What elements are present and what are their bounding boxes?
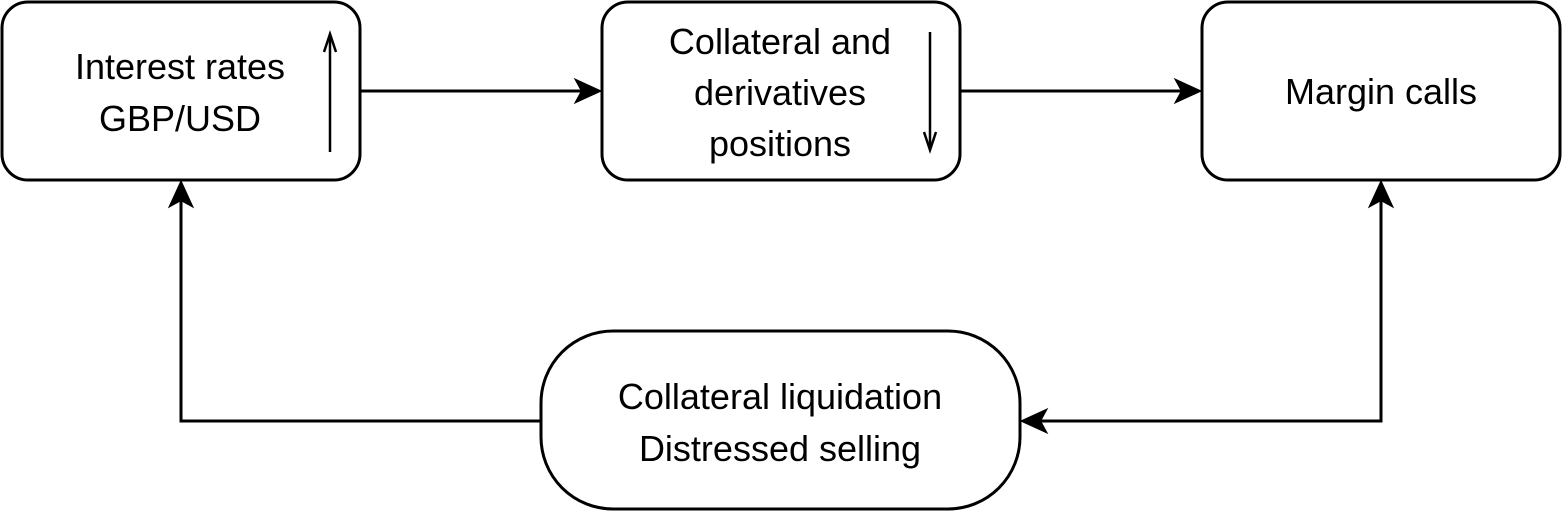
node-interest-rates: Interest rates GBP/USD	[0, 0, 362, 182]
arrowhead-right-icon	[1173, 77, 1203, 105]
node-margin-calls: Margin calls	[1200, 0, 1562, 182]
node-collateral-positions-line2: derivatives	[694, 72, 866, 113]
node-liquidation-box	[539, 329, 1022, 511]
down-arrow-icon	[922, 32, 938, 154]
arrowhead-left-icon	[1019, 407, 1049, 435]
node-interest-rates-box	[0, 0, 362, 182]
edge-collateral-to-margin-calls	[961, 77, 1203, 105]
up-arrow-icon	[322, 30, 338, 152]
arrowhead-right-icon	[573, 77, 603, 105]
node-collateral-positions-line1: Collateral and	[669, 21, 891, 62]
edge-liquidation-to-interest-rates	[167, 179, 540, 423]
node-liquidation: Collateral liquidation Distressed sellin…	[539, 329, 1022, 511]
node-collateral-positions-line3: positions	[709, 123, 851, 164]
node-liquidation-line1: Collateral liquidation	[618, 376, 942, 417]
edge-margin-calls-to-liquidation	[1019, 179, 1395, 435]
arrowhead-up-icon	[1367, 179, 1395, 209]
arrowhead-up-icon	[167, 179, 195, 209]
node-margin-calls-line1: Margin calls	[1285, 71, 1477, 112]
node-interest-rates-line1: Interest rates	[75, 46, 285, 87]
node-collateral-positions: Collateral and derivatives positions	[600, 0, 962, 182]
node-liquidation-line2: Distressed selling	[639, 428, 921, 469]
edge-interest-rates-to-collateral	[361, 77, 603, 105]
node-interest-rates-line2: GBP/USD	[99, 98, 261, 139]
